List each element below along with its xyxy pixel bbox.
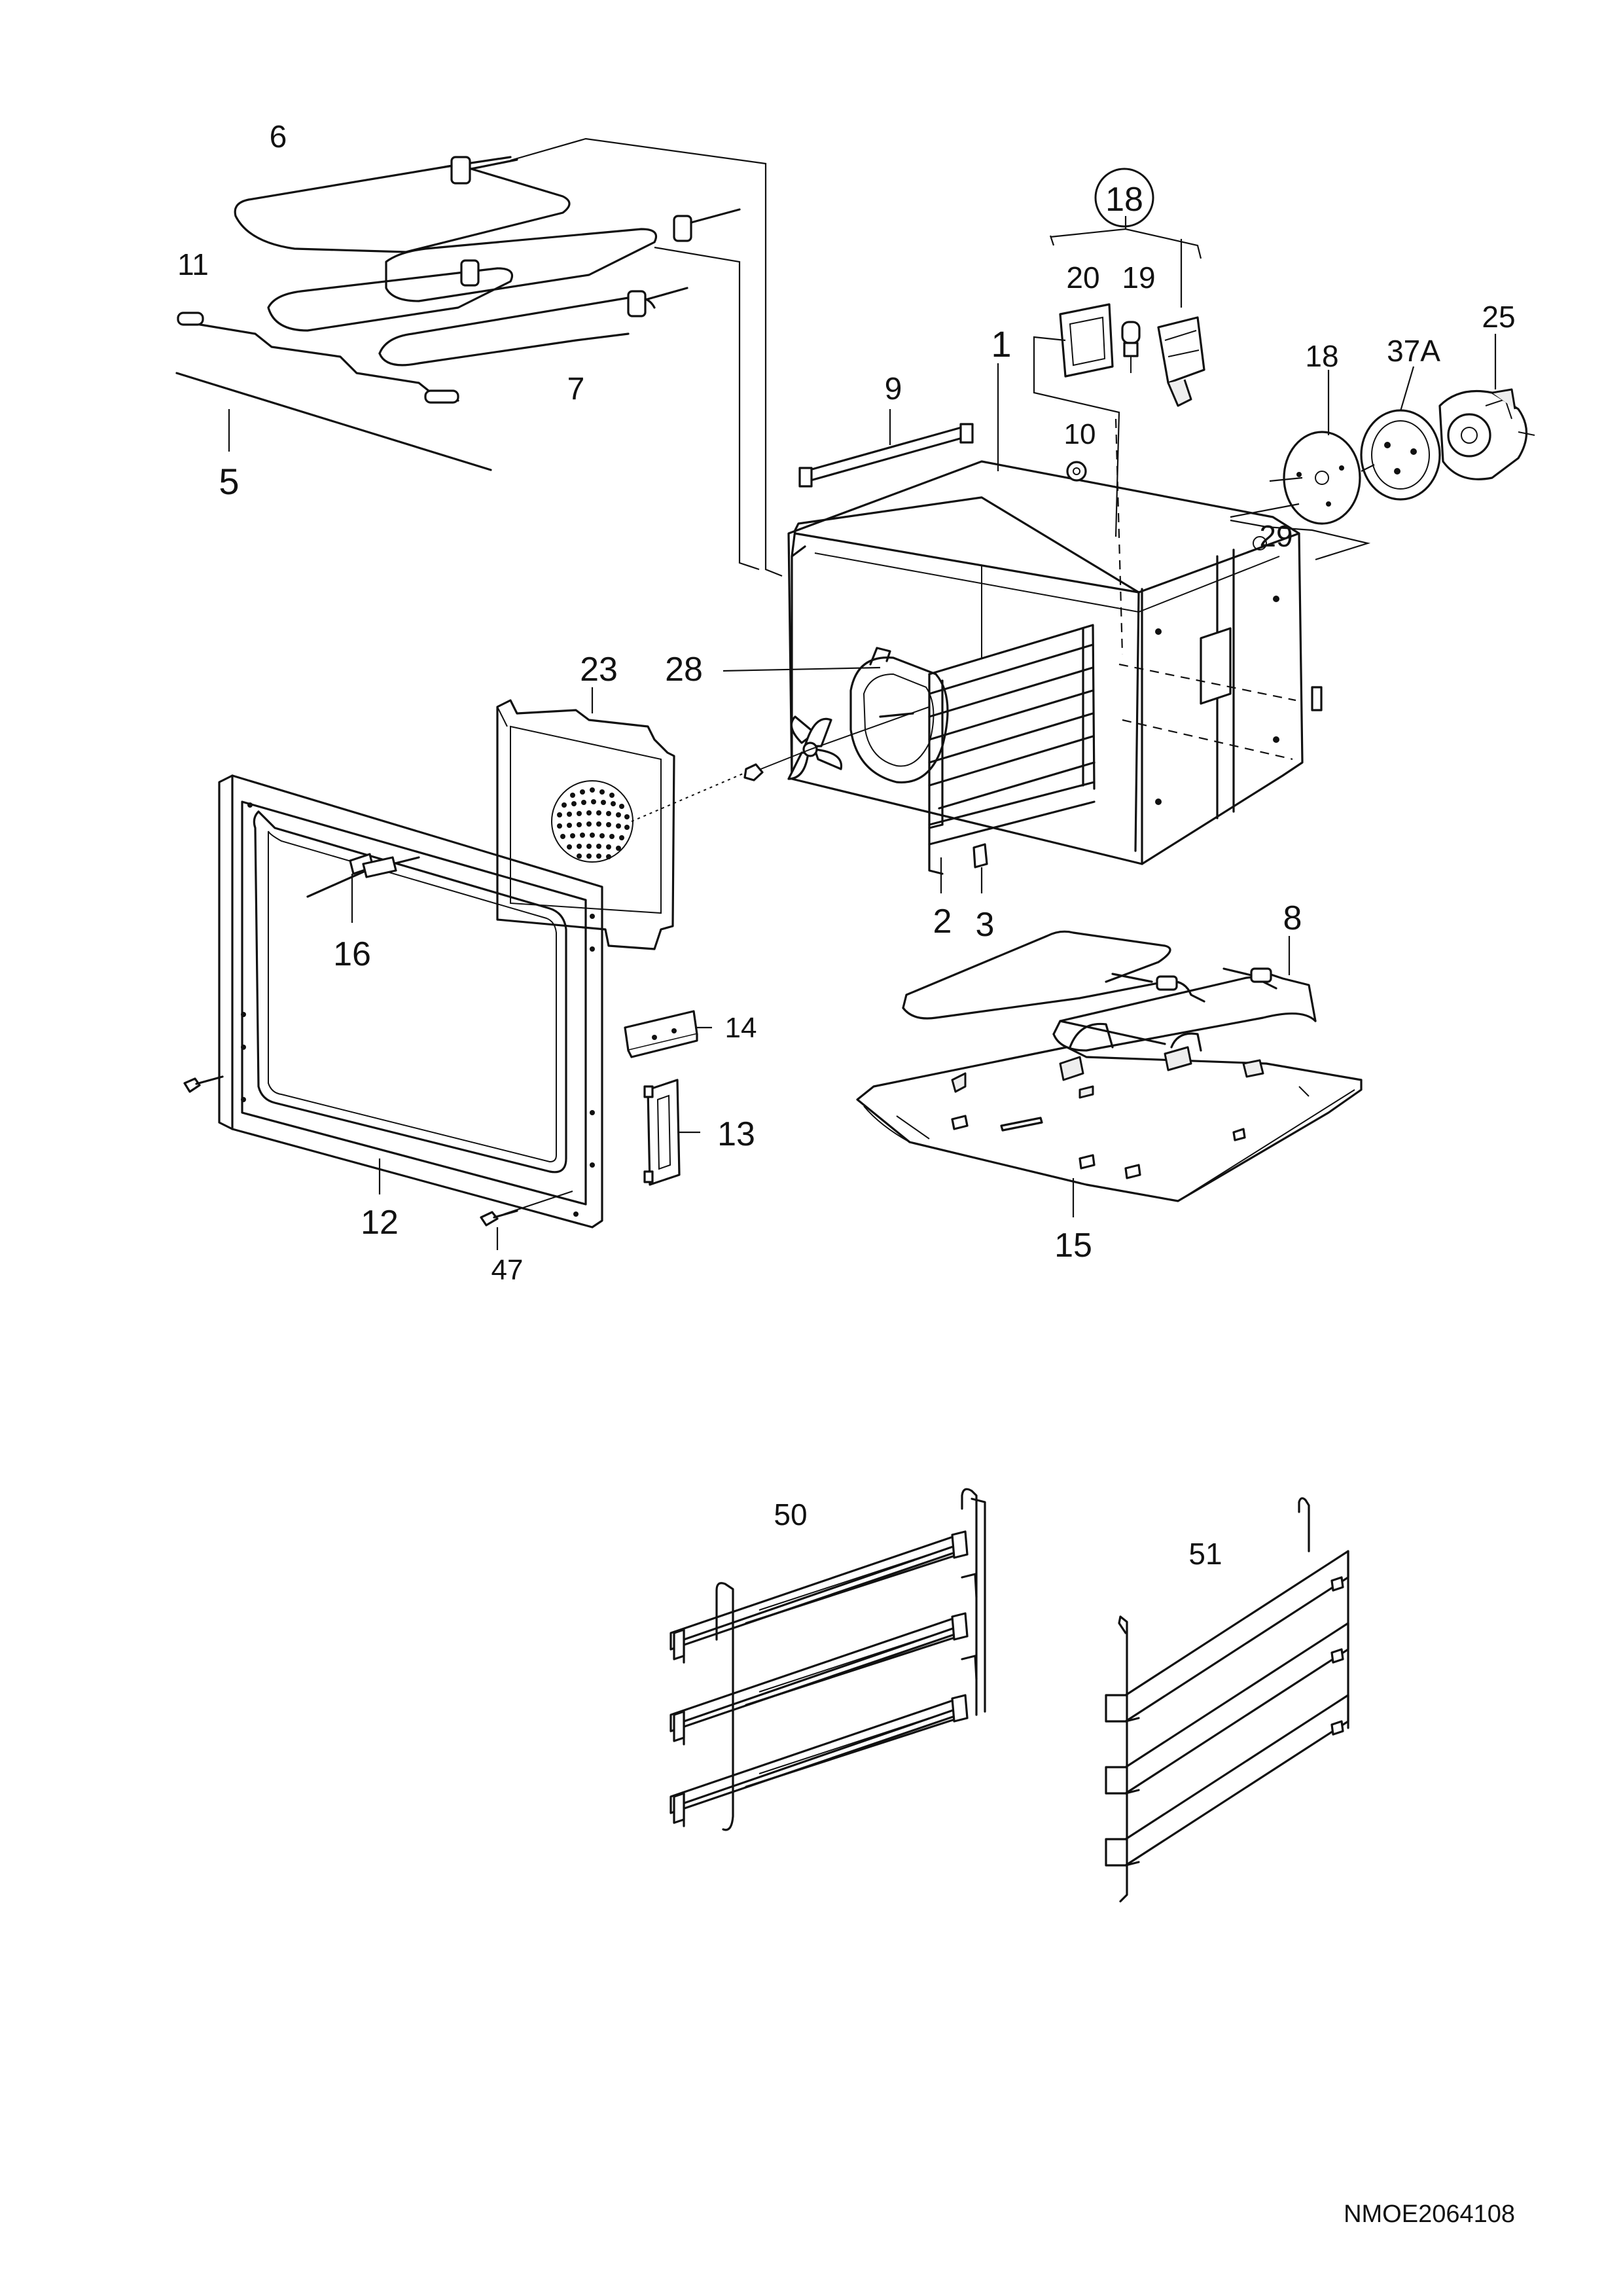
shelf-runner-2 [928,624,1096,875]
label-8: 8 [1283,899,1302,937]
cavity-front-frame [791,496,1140,852]
wire-route [510,137,783,577]
bottom-tray-15 [856,1022,1363,1202]
screw-47 [480,1210,518,1227]
leader-lamp [1033,336,1120,537]
grill-element-6 [234,156,741,367]
lamp-cover-20 [1059,303,1114,378]
bottom-element-8 [902,930,1317,1052]
label-group-18: 18 [1105,181,1143,219]
vent-holes [557,787,630,859]
back-panel-23 [496,699,747,950]
screw-door-left [183,1075,224,1093]
label-25: 25 [1482,300,1515,334]
shelf-supports-51 [1105,1497,1349,1903]
dashed-lamp [1115,418,1124,655]
lamp-holder [1157,316,1205,407]
wire-route-2 [654,246,760,571]
clip-3 [972,843,988,869]
hinge-bracket-14 [624,1010,698,1058]
label-51: 51 [1188,1537,1222,1571]
gasket-18 [1283,431,1361,525]
support-rung-3 [1105,1694,1349,1867]
callout-labels: 6 11 7 5 18 20 19 25 1 9 10 18 37A 29 23… [177,120,1515,2228]
label-9: 9 [885,372,902,406]
label-20: 20 [1066,260,1099,295]
shaft-line [1269,464,1375,482]
support-rung-1 [1105,1550,1349,1723]
group-18-bracket [1049,168,1202,308]
label-50: 50 [774,1498,807,1532]
drawing-code: NMOE2064108 [1344,2200,1515,2228]
fan-nut [743,763,764,781]
label-37a: 37A [1387,334,1440,368]
label-1: 1 [991,323,1011,365]
label-11: 11 [177,247,209,281]
probe-16 [306,853,420,898]
label-29: 29 [1259,519,1293,553]
label-16: 16 [333,935,371,973]
fan-shaft [752,706,930,773]
motor-cover-37a [1360,409,1441,501]
leader-29 [1230,503,1371,561]
leader-28 [722,666,881,672]
leader-47 [496,1190,573,1250]
label-23: 23 [580,651,618,689]
label-5: 5 [219,461,239,502]
runner-set-middle [669,1612,969,1746]
support-rail-9 [798,423,974,488]
support-rung-2 [1105,1622,1349,1795]
label-2: 2 [933,903,952,941]
label-18: 18 [1305,339,1338,373]
fan-blade [787,715,843,780]
label-13: 13 [717,1115,755,1153]
hinge-13 [643,1079,681,1186]
telescopic-runners-50 [669,1488,986,1831]
label-3: 3 [976,906,995,944]
label-19: 19 [1122,260,1155,295]
label-28: 28 [665,651,703,689]
element-11 [177,312,459,404]
label-14: 14 [725,1012,757,1044]
fan-motor-25 [1438,388,1535,480]
label-6: 6 [270,120,287,154]
label-7: 7 [567,372,585,406]
label-47: 47 [491,1254,524,1286]
runner-set-bottom [669,1694,969,1827]
leader-37a [1399,366,1415,412]
label-15: 15 [1054,1227,1092,1265]
lamp-bulb-19 [1121,321,1141,373]
label-12: 12 [361,1204,399,1242]
washer-10 [1066,461,1087,482]
label-10: 10 [1064,418,1096,450]
rod-5 [175,372,492,471]
runner-set-top [669,1530,969,1664]
door-seal-12 [218,774,603,1229]
